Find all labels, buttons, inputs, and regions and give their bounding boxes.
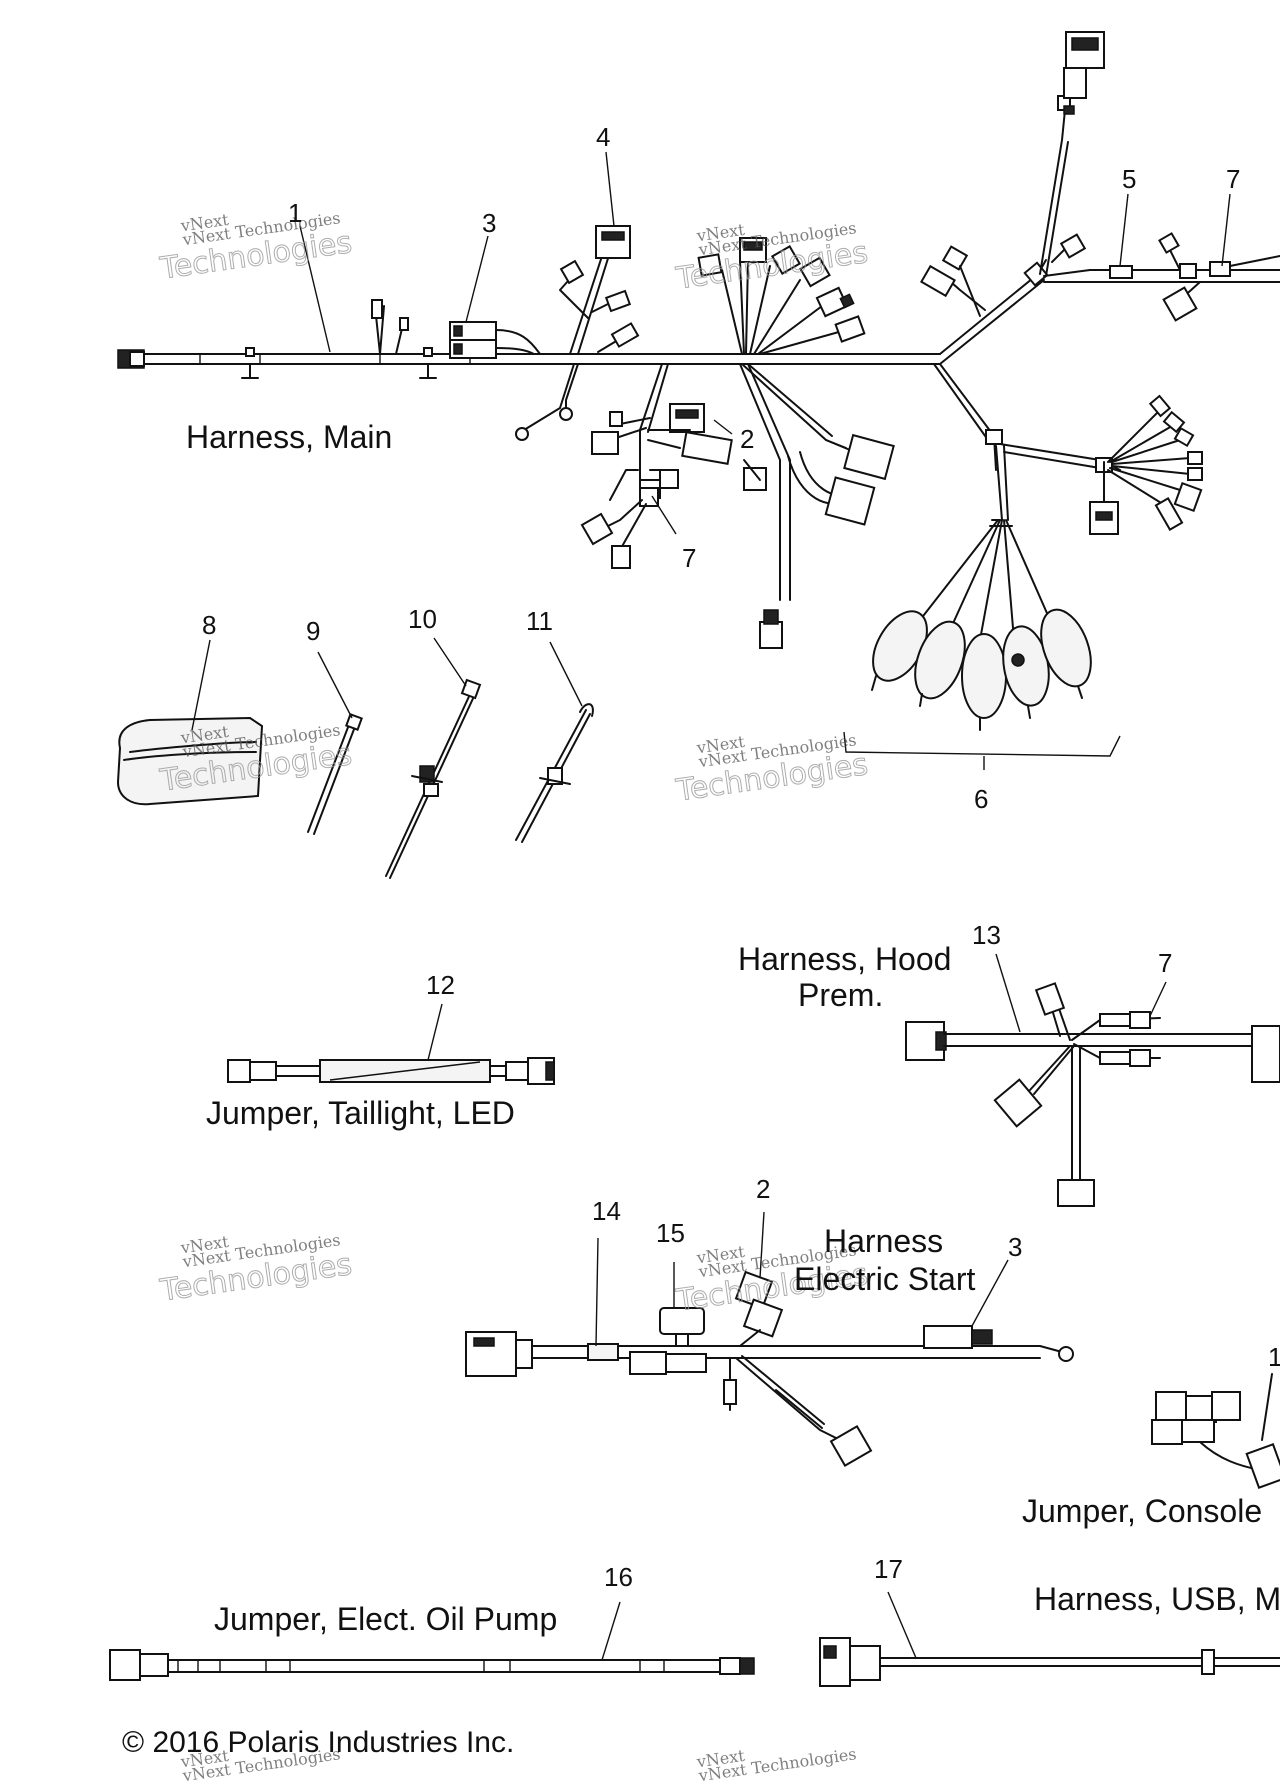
part-number: 15: [656, 1218, 685, 1248]
part-number: 14: [592, 1196, 621, 1226]
part-number: 7: [1158, 948, 1172, 978]
captions: Harness, Main Harness, Hood Prem. Jumper…: [122, 419, 1280, 1759]
part-number: 7: [1226, 164, 1240, 194]
caption-harness-usb: Harness, USB, M: [1034, 1581, 1280, 1617]
part-numbers: 1 3 4 5 7 2 7 8 9 10 11 6 12 13 7 14 15 …: [202, 122, 1280, 1592]
caption-electric-start-line1: Harness: [824, 1223, 943, 1259]
part-number: 2: [756, 1174, 770, 1204]
item-8-wrap: [116, 716, 264, 806]
item-16-oil-pump: [109, 1649, 755, 1681]
copyright-notice: © 2016 Polaris Industries Inc.: [122, 1726, 514, 1759]
leader-lines: [191, 151, 1231, 1661]
item-12-jumper: [227, 1057, 555, 1085]
part-number: 10: [408, 604, 437, 634]
part-number: 8: [202, 610, 216, 640]
item-13-hood-harness: [905, 982, 1280, 1207]
part-number: 5: [1122, 164, 1136, 194]
part-number: 3: [1008, 1232, 1022, 1262]
caption-electric-start-line2: Electric Start: [794, 1261, 975, 1297]
part-number: 2: [740, 424, 754, 454]
caption-harness-hood-line2: Prem.: [798, 977, 883, 1013]
caption-jumper-console: Jumper, Console: [1022, 1493, 1262, 1529]
main-harness: [117, 31, 1280, 770]
caption-harness-hood-line1: Harness, Hood: [738, 941, 951, 977]
part-number: 4: [596, 122, 610, 152]
part-number: 3: [482, 208, 496, 238]
caption-jumper-taillight: Jumper, Taillight, LED: [206, 1095, 515, 1131]
part-number: 1: [1268, 1342, 1280, 1372]
item-14-electric-start: [465, 1270, 1074, 1467]
part-number: 16: [604, 1562, 633, 1592]
part-number: 9: [306, 616, 320, 646]
item-17-usb: [819, 1637, 1280, 1687]
item-9-tie: [307, 713, 363, 835]
part-number: 6: [974, 784, 988, 814]
part-number: 12: [426, 970, 455, 1000]
caption-jumper-oil-pump: Jumper, Elect. Oil Pump: [214, 1601, 557, 1637]
item-10-tie: [385, 678, 482, 879]
part-number: 13: [972, 920, 1001, 950]
caption-harness-main: Harness, Main: [186, 419, 392, 455]
part-number: 17: [874, 1554, 903, 1584]
console-jumper: [1151, 1373, 1280, 1489]
part-number: 1: [288, 198, 302, 228]
part-number: 7: [682, 543, 696, 573]
part-number: 11: [526, 606, 553, 636]
item-11-clip: [515, 703, 594, 843]
